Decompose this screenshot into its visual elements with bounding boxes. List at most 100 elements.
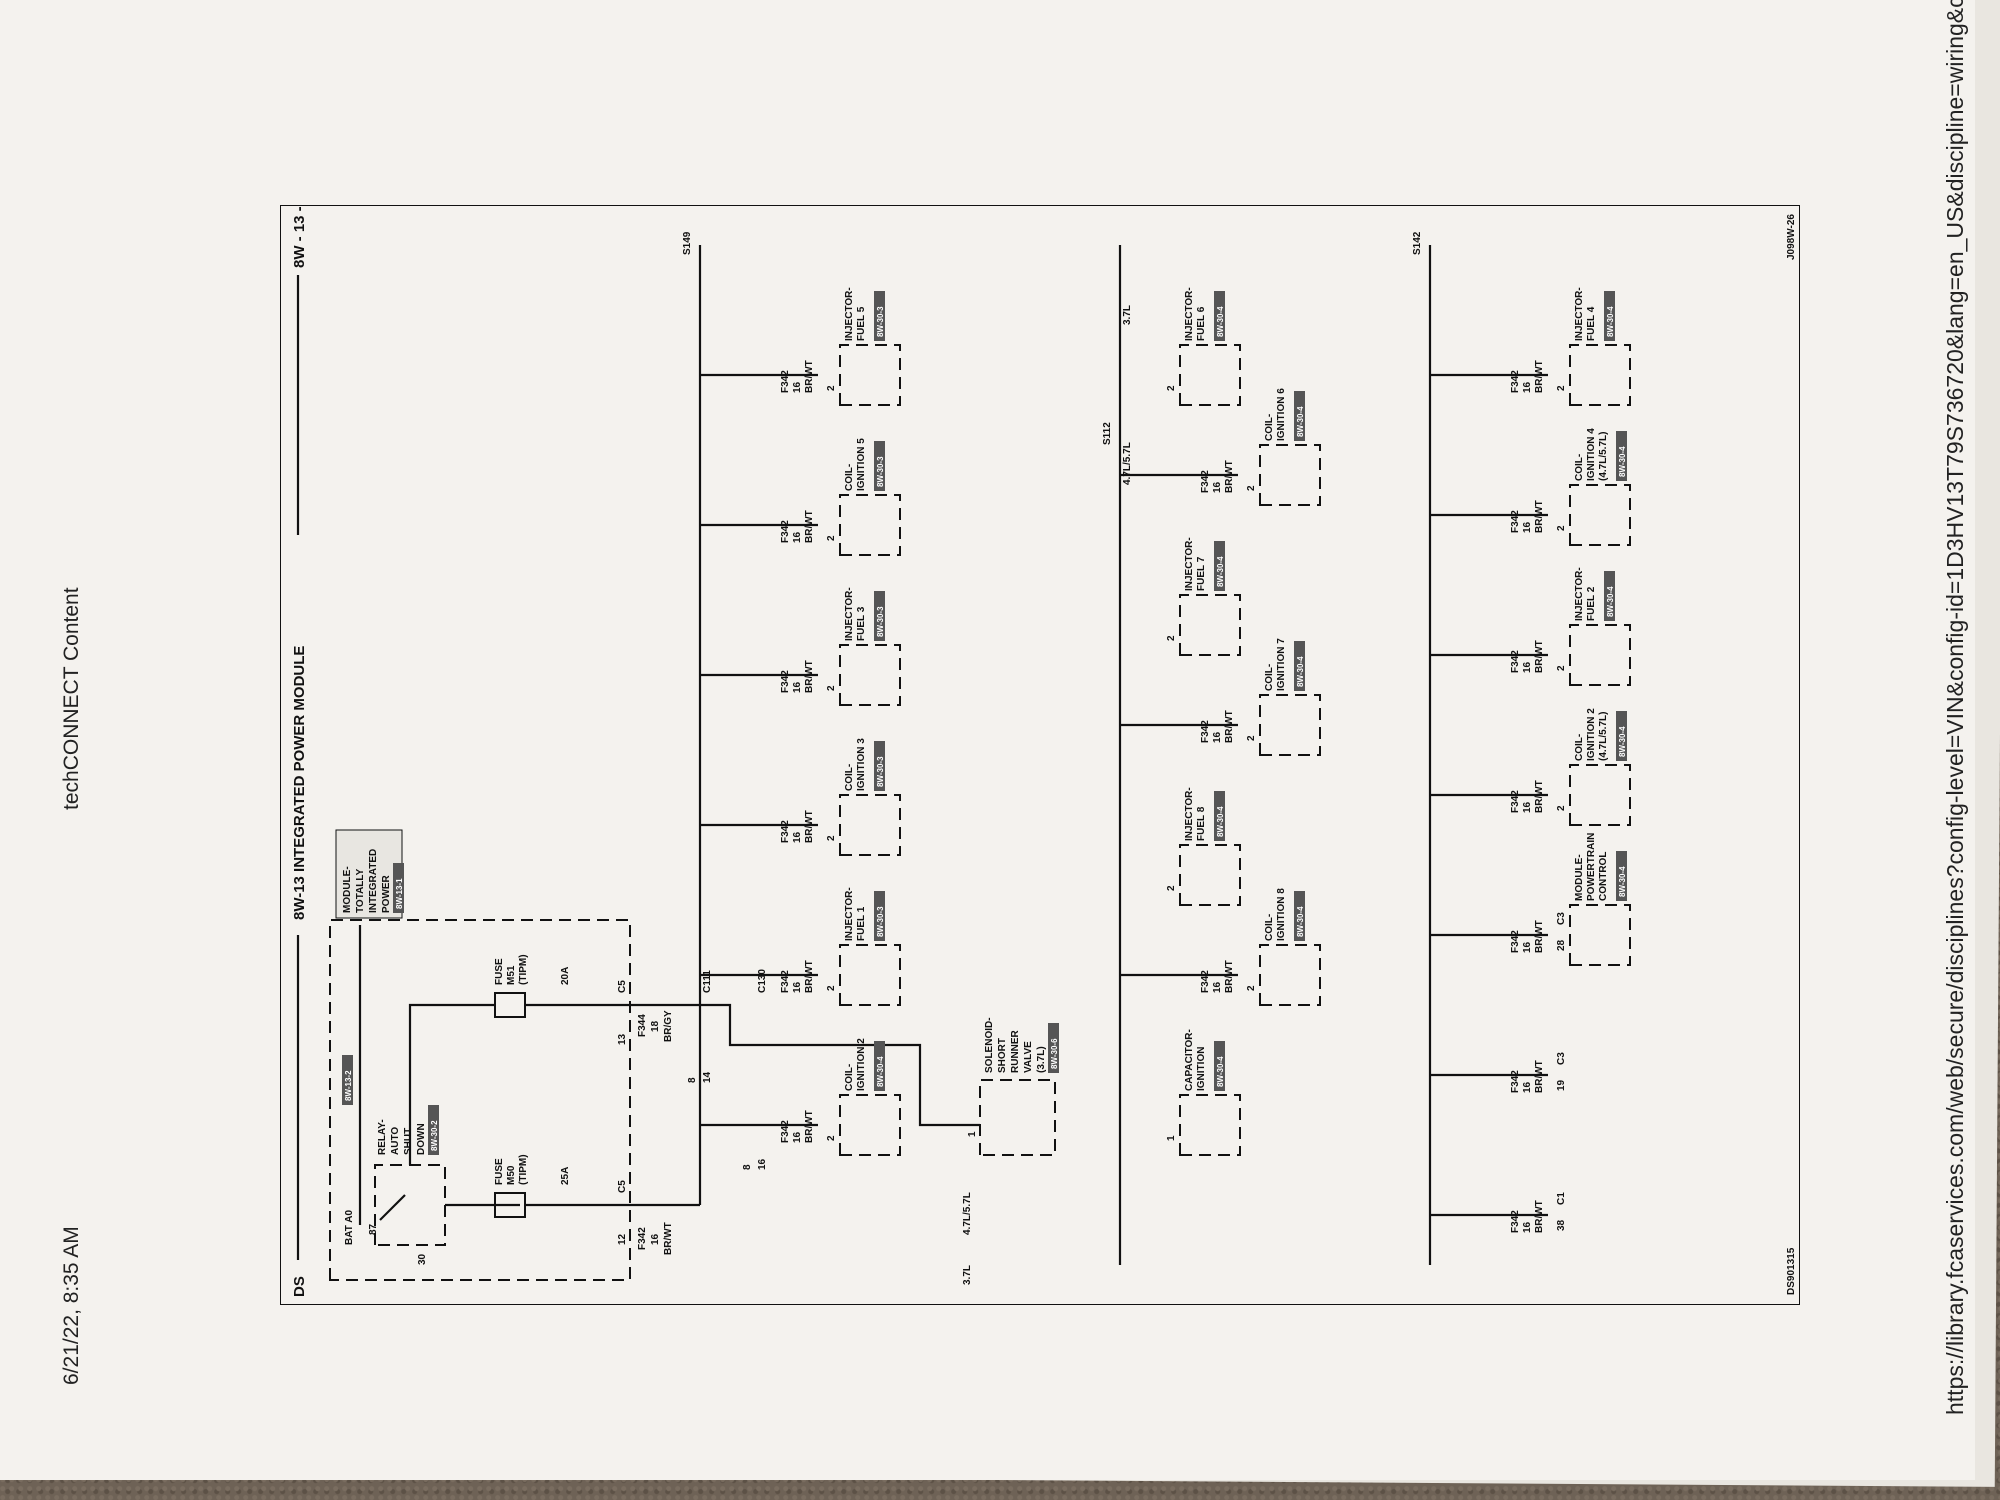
ref-code: 8W-30-4 — [1296, 656, 1305, 687]
component-label: COIL- — [1264, 414, 1275, 441]
ref-box — [874, 891, 885, 941]
component-label: FUEL 7 — [1196, 556, 1207, 591]
splice-s112: S112 — [1102, 422, 1113, 445]
component-box — [839, 494, 901, 556]
relay-pin-30: 30 — [417, 1253, 428, 1265]
ref-code: 8W-30-3 — [876, 756, 885, 787]
ref-box — [874, 291, 885, 341]
fuse-m51-label: FUSE M51 (TIPM) — [494, 954, 529, 985]
wire-gauge: 16 — [792, 981, 803, 993]
component-box — [839, 1094, 901, 1156]
ref-code: 8W-30-4 — [1216, 556, 1225, 587]
ref-code: 8W-30-3 — [876, 906, 885, 937]
wire-circuit: F342 — [1510, 650, 1521, 673]
wire-gauge: 16 — [1522, 1221, 1533, 1233]
c5-pin-13: 13 — [617, 1033, 628, 1045]
fuse-m51-symbol — [494, 992, 526, 1018]
component-label: INJECTOR- — [1574, 567, 1585, 621]
ref-box — [1616, 711, 1627, 761]
pin-number: 2 — [826, 385, 837, 391]
wire-circuit: F342 — [780, 520, 791, 543]
wire-gauge: 16 — [1522, 381, 1533, 393]
component-label: IGNITION 2 — [856, 1038, 867, 1091]
ref-box — [1294, 891, 1305, 941]
wire-color: BR/WT — [1534, 360, 1545, 393]
pin-number: 2 — [1246, 485, 1257, 491]
wiring-diagram: DS 8W-13 INTEGRATED POWER MODULE 8W - 13… — [279, 185, 1801, 1306]
ref-code: 8W-30-4 — [1606, 586, 1615, 617]
svg-text:FUSE: FUSE — [494, 958, 505, 985]
upper-left-gauge: 16 — [650, 1233, 661, 1245]
component-label: INJECTOR- — [1184, 287, 1195, 341]
engine-47-label-b: 4.7L/5.7L — [1122, 442, 1133, 485]
wire-color: BR/WT — [1534, 640, 1545, 673]
component-label: INJECTOR- — [1184, 787, 1195, 841]
pin-number: 19 — [1556, 1079, 1567, 1091]
wire-color: BR/WT — [804, 810, 815, 843]
pin-number: 2 — [1556, 385, 1567, 391]
svg-text:INTEGRATED: INTEGRATED — [368, 849, 379, 913]
wire-circuit: F342 — [1200, 470, 1211, 493]
wire-gauge: 16 — [1212, 731, 1223, 743]
component-label: FUEL 3 — [856, 606, 867, 641]
svg-text:8W-30-2: 8W-30-2 — [430, 1120, 439, 1151]
page-code: DS — [291, 1276, 308, 1297]
ref-box — [1214, 291, 1225, 341]
component-label: IGNITION — [1196, 1047, 1207, 1091]
ref-box — [874, 1041, 885, 1091]
ref-code: 8W-30-4 — [1216, 806, 1225, 837]
wire-gauge: 16 — [792, 1131, 803, 1143]
component-box — [1259, 444, 1321, 506]
engine-37-label-b: 3.7L — [1122, 305, 1133, 325]
component-label: FUEL 1 — [856, 906, 867, 941]
wire-gauge: 16 — [1522, 1081, 1533, 1093]
wire-color: BR/WT — [804, 960, 815, 993]
component-label: INJECTOR- — [1574, 287, 1585, 341]
svg-text:AUTO: AUTO — [390, 1127, 401, 1155]
ref-box — [874, 591, 885, 641]
ref-box — [874, 741, 885, 791]
component-label: INJECTOR- — [1184, 537, 1195, 591]
wire-gauge: 16 — [1212, 981, 1223, 993]
component-label: IGNITION 6 — [1276, 388, 1287, 441]
pin-number: 2 — [1556, 805, 1567, 811]
component-label: CAPACITOR- — [1184, 1029, 1195, 1091]
wire-gauge: 16 — [792, 831, 803, 843]
component-box — [1179, 844, 1241, 906]
wire-circuit: F342 — [1510, 1070, 1521, 1093]
wire-color: BR/WT — [804, 1110, 815, 1143]
ref-code: 8W-30-4 — [876, 1056, 885, 1087]
wire-circuit: F342 — [780, 820, 791, 843]
component-label: INJECTOR- — [844, 587, 855, 641]
pin-number: 2 — [1166, 885, 1177, 891]
wire-color: BR/WT — [1534, 920, 1545, 953]
svg-text:M51: M51 — [506, 965, 517, 985]
component-label: FUEL 4 — [1586, 306, 1597, 341]
svg-text:RUNNER: RUNNER — [1010, 1029, 1021, 1073]
fuse-m50-label: FUSE M50 (TIPM) — [494, 1154, 529, 1185]
svg-text:RELAY-: RELAY- — [377, 1119, 388, 1155]
ref-box — [1214, 1041, 1225, 1091]
component-label: FUEL 5 — [856, 306, 867, 341]
print-footer-url: https://library.fcaservices.com/web/secu… — [1942, 0, 1968, 1415]
svg-text:M50: M50 — [506, 1165, 517, 1185]
fuse-m51-amp: 20A — [560, 967, 571, 985]
fuse-m50-amp: 25A — [560, 1167, 571, 1185]
component-label: (4.7L/5.7L) — [1598, 432, 1609, 481]
ref-box — [1214, 541, 1225, 591]
pin-number: 2 — [1166, 385, 1177, 391]
component-label: COIL- — [844, 1064, 855, 1091]
pin-number: 2 — [1556, 665, 1567, 671]
ref-box — [1604, 571, 1615, 621]
